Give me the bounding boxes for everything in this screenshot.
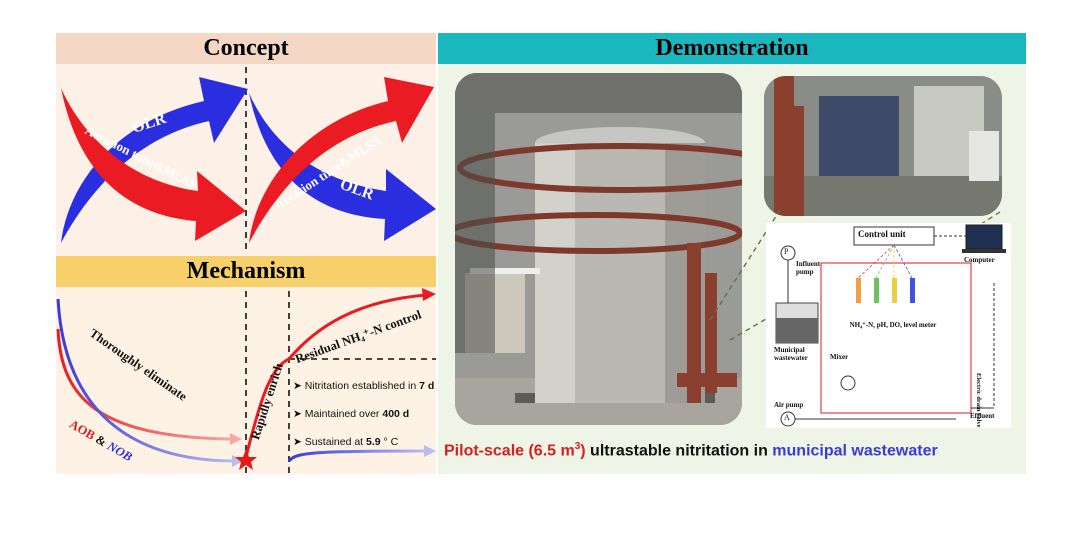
bullet-sustained: ➤ Sustained at 5.9 ° C [293, 436, 399, 448]
reactor-illustration [455, 73, 742, 425]
nob-decline-arrowhead [232, 455, 244, 467]
nob-decline-curve [56, 298, 237, 463]
bullet-arrow-icon: ➤ [293, 408, 305, 420]
concept-title: Concept [203, 35, 289, 61]
bullet-arrow-icon: ➤ [293, 380, 305, 392]
caption-middle: ultrastable nitritation in [585, 442, 773, 460]
olr-arrow-right [249, 93, 436, 241]
control-room-photo [764, 76, 1002, 216]
demonstration-caption: Pilot-scale (6.5 m3) ultrastable nitrita… [444, 441, 938, 460]
transition-star [235, 449, 257, 470]
schematic-sensors: NH₄⁺-N, pH, DO, level meter [849, 321, 937, 329]
aob-enrich-curve [244, 293, 427, 458]
olr-arrow-left [61, 77, 248, 243]
bullet-nitritation: ➤ Nitritation established in 7 d [293, 380, 435, 392]
schematic-municipal-wastewater: Municipal wastewater [774, 346, 808, 362]
bullet-maintained: ➤ Maintained over 400 d [293, 408, 410, 420]
schematic-mixer: Mixer [830, 353, 849, 361]
schematic-effluent: Effluent [970, 412, 995, 420]
schematic-control-unit: Control unit [858, 229, 906, 239]
aeration-arrow-left [61, 88, 246, 241]
schematic-electric-drain-valve: Electric drain valve [975, 373, 982, 428]
demonstration-header: Demonstration [438, 33, 1026, 64]
mechanism-header: Mechanism [56, 256, 436, 287]
schematic-p-symbol: P [784, 247, 789, 256]
mechanism-title: Mechanism [186, 258, 306, 284]
caption-pilot-scale: Pilot-scale (6.5 m [444, 442, 575, 460]
demonstration-title: Demonstration [655, 35, 809, 61]
nob-suppressed-arrowhead [424, 445, 436, 457]
schematic-drawing [775, 224, 1006, 427]
schematic-a-symbol: A [784, 413, 790, 422]
schematic-computer: Computer [964, 256, 995, 264]
concept-arrows: OLR OLR Aeration time&MLSS Aeration time… [61, 67, 436, 253]
schematic-air-pump: Air pump [774, 401, 804, 409]
reactor-photo [455, 73, 742, 425]
control-room-illustration [764, 76, 1002, 216]
schematic-influent-pump: Influent pump [796, 260, 821, 276]
caption-superscript: 3 [574, 441, 581, 452]
aob-enrich-arrowhead [422, 288, 436, 301]
aeration-arrow-right [249, 77, 434, 243]
process-schematic: Control unit Computer P Influent pump NH… [766, 223, 1011, 428]
bullet-arrow-icon: ➤ [293, 436, 305, 448]
aob-decline-arrowhead [230, 433, 242, 445]
nob-suppressed-line [287, 449, 427, 463]
concept-header: Concept [56, 33, 436, 64]
mechanism-curves [56, 288, 436, 473]
caption-municipal: municipal wastewater [772, 442, 938, 460]
caption-close-paren: ) [580, 442, 586, 460]
